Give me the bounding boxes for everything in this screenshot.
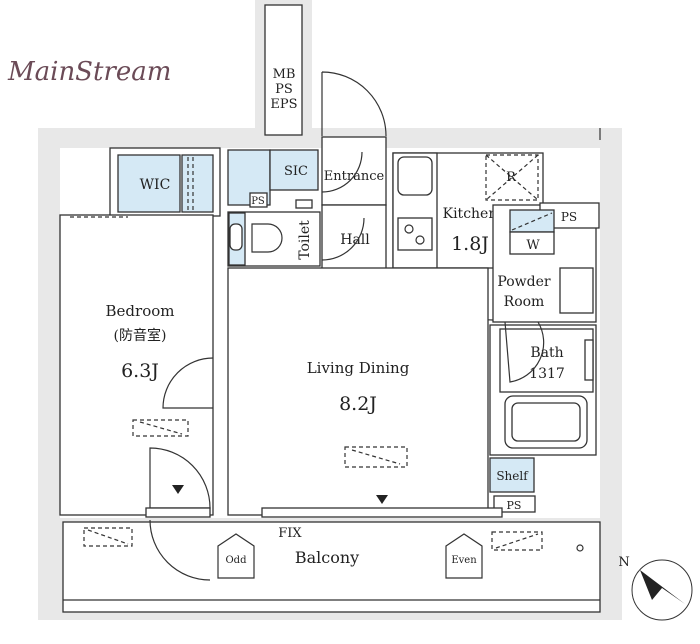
entrance-door[interactable] [321, 71, 387, 137]
toilet-label: Toilet [297, 220, 313, 260]
drain-icon [576, 544, 584, 552]
ps-toilet [249, 192, 268, 208]
shaft-label-eps: EPS [270, 97, 297, 112]
wic [117, 154, 181, 213]
even-evacuation-hatch [445, 533, 483, 579]
logo: MainStream [7, 57, 171, 87]
compass [631, 559, 693, 621]
vanity [559, 267, 594, 314]
shaft-room [264, 4, 303, 136]
living-window [261, 507, 503, 518]
fridge-label: R [506, 170, 517, 185]
powder-room-label-1: Powder [497, 274, 551, 290]
bedroom-label: Bedroom [106, 302, 175, 320]
kitchen-size: 1.8J [451, 233, 489, 255]
bath-label: Bath [530, 345, 563, 361]
shaft-label-mb: MB [273, 67, 296, 82]
kitchen-label: Kitchen [443, 206, 498, 222]
bedroom-size: 6.3J [121, 360, 159, 382]
odd-evacuation-hatch [217, 533, 255, 579]
odd-label: Odd [225, 555, 247, 566]
hall-label: Hall [340, 232, 370, 248]
sic-label: SIC [284, 164, 308, 179]
hall [321, 204, 387, 273]
bedroom-balcony-door[interactable] [149, 447, 211, 509]
bedroom-window [145, 507, 211, 518]
bath-door[interactable] [504, 321, 545, 383]
compass-label: N [618, 555, 629, 570]
washer-label: W [526, 238, 540, 253]
ac-living [344, 446, 408, 468]
balcony-label: Balcony [295, 548, 359, 567]
living-size: 8.2J [339, 393, 377, 415]
balcony [62, 521, 601, 613]
bedroom-note: (防音室) [114, 327, 167, 344]
even-label: Even [451, 555, 477, 566]
living-label: Living Dining [307, 359, 410, 377]
window-marker-icon [172, 485, 184, 494]
shelf [489, 457, 535, 493]
window-marker-icon [376, 495, 388, 504]
shelf-label: Shelf [496, 469, 529, 483]
sink [397, 156, 433, 196]
stove [397, 217, 433, 251]
bath-size: 1317 [529, 366, 565, 382]
wic-label: WIC [140, 177, 171, 193]
ps-shelf [493, 495, 536, 513]
fridge-space [485, 154, 539, 201]
entrance [321, 136, 387, 206]
sic [269, 149, 319, 191]
bedroom-door[interactable] [162, 357, 214, 409]
ps-shelf-label: PS [507, 499, 522, 512]
bath [499, 328, 594, 393]
powder-room-label-2: Room [504, 294, 545, 310]
north-arrow-icon [640, 570, 685, 604]
ps-toilet-label: PS [251, 196, 265, 207]
ac-bedroom [132, 419, 189, 437]
fix-label: FIX [278, 526, 302, 541]
shaft-label-ps: PS [275, 82, 293, 97]
living-dining [227, 267, 489, 516]
ps-kitchen-label: PS [561, 210, 577, 224]
